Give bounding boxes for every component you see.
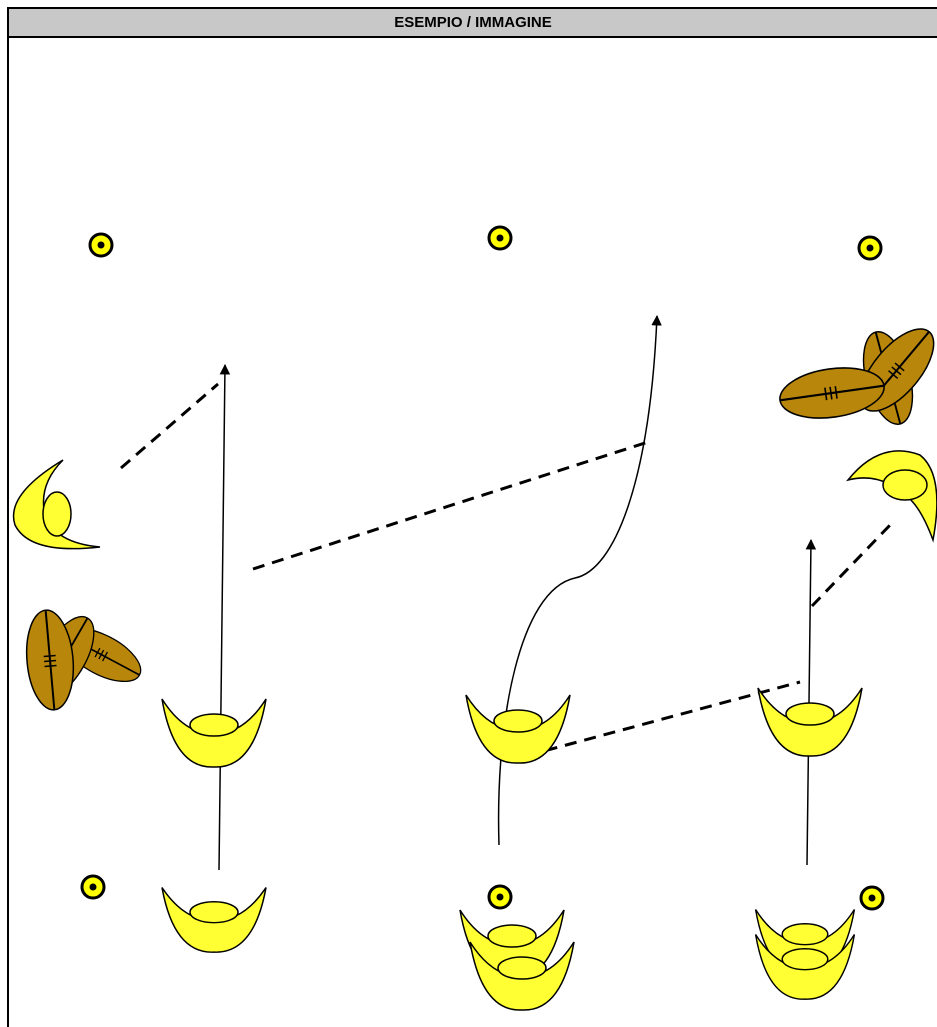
cone-icon — [859, 885, 885, 911]
rugby-ball-icon — [21, 606, 150, 713]
player-icon — [846, 450, 937, 543]
player-group-center — [459, 694, 575, 1011]
cone-icon — [487, 884, 513, 910]
run-arrow-left — [218, 363, 231, 871]
player-group-right — [754, 687, 863, 1000]
pass-line — [506, 680, 801, 763]
player-icon — [12, 459, 101, 550]
rugby-ball-icon — [775, 315, 937, 431]
run-arrow-center — [497, 314, 662, 846]
pass-line — [252, 440, 649, 571]
cone-icon — [80, 874, 106, 900]
player-group-left — [161, 698, 267, 953]
pass-line — [810, 521, 894, 608]
cone-icon — [857, 235, 883, 261]
cone-icon — [487, 225, 513, 251]
pass-line — [120, 382, 219, 470]
diagram-title: ESEMPIO / IMMAGINE — [9, 9, 937, 38]
cone-icon — [88, 232, 114, 258]
diagram-frame: ESEMPIO / IMMAGINE — [7, 7, 937, 1027]
